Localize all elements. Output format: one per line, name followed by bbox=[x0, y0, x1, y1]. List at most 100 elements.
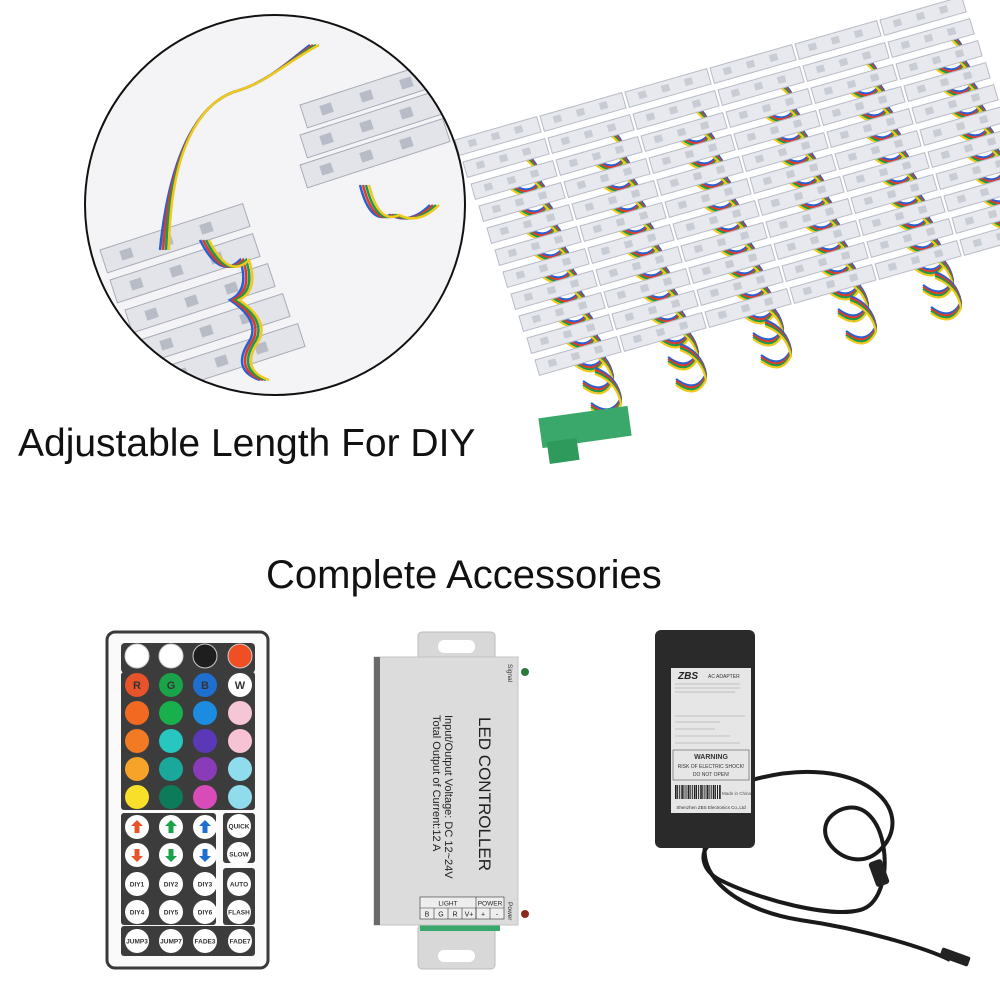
led-chip bbox=[948, 172, 959, 182]
led-module bbox=[124, 263, 276, 334]
led-chip bbox=[785, 169, 796, 179]
led-chip bbox=[863, 196, 874, 206]
power-terminal-label: POWER bbox=[478, 901, 503, 908]
led-chip bbox=[768, 53, 779, 63]
led-chip bbox=[254, 341, 269, 355]
wire bbox=[930, 276, 963, 321]
led-module bbox=[299, 118, 451, 189]
led-chip bbox=[738, 110, 749, 120]
controller-spec-current: Total Output of Current:12 A bbox=[430, 715, 442, 852]
terminal-label: B bbox=[425, 912, 430, 919]
led-chip bbox=[940, 150, 951, 160]
caption-complete-accessories: Complete Accessories bbox=[266, 553, 662, 597]
remote-button-label: SLOW bbox=[229, 852, 249, 859]
color-button bbox=[228, 701, 252, 725]
color-label: R bbox=[133, 680, 141, 692]
led-chip bbox=[577, 301, 588, 311]
led-chip bbox=[529, 169, 540, 179]
led-chip bbox=[838, 57, 849, 67]
led-chip bbox=[747, 253, 758, 263]
led-chip bbox=[769, 125, 780, 135]
brightness-down-icon bbox=[158, 643, 184, 669]
arrow-down-icon bbox=[131, 849, 143, 862]
led-chip bbox=[623, 239, 634, 249]
color-button bbox=[159, 757, 183, 781]
led-chip bbox=[662, 277, 673, 287]
led-chip bbox=[731, 209, 742, 219]
led-chip bbox=[817, 257, 828, 267]
led-chip bbox=[970, 93, 981, 103]
led-chip bbox=[655, 327, 666, 337]
led-chip bbox=[399, 106, 414, 120]
led-chip bbox=[910, 255, 921, 265]
led-chip bbox=[933, 249, 944, 259]
led-chip bbox=[507, 248, 518, 258]
adapter-brand: ZBS bbox=[677, 671, 698, 682]
led-chip bbox=[802, 286, 813, 296]
led-chip bbox=[359, 119, 374, 133]
remote-button bbox=[159, 872, 183, 896]
remote-button-label: DIY5 bbox=[164, 910, 179, 917]
led-chip bbox=[870, 145, 881, 155]
remote-button-label: JUMP7 bbox=[160, 939, 182, 946]
led-chip bbox=[715, 165, 726, 175]
led-chip bbox=[963, 143, 974, 153]
color-button bbox=[193, 785, 217, 809]
wire bbox=[845, 300, 878, 345]
led-chip bbox=[553, 235, 564, 245]
controller-title: LED CONTROLLER bbox=[475, 717, 494, 871]
led-chip bbox=[800, 141, 811, 151]
led-chip bbox=[677, 200, 688, 210]
terminal-label: + bbox=[481, 912, 485, 919]
led-chip bbox=[794, 264, 805, 274]
led-chip bbox=[763, 297, 774, 307]
led-chip bbox=[832, 229, 843, 239]
led-chip bbox=[359, 89, 374, 103]
remote-button-label: QUICK bbox=[229, 824, 250, 831]
dc-plug bbox=[939, 947, 971, 967]
wire bbox=[675, 348, 708, 393]
led-chip bbox=[184, 294, 199, 308]
led-chip bbox=[908, 62, 919, 72]
led-chip bbox=[886, 189, 897, 199]
led-chip bbox=[539, 336, 550, 346]
led-chip bbox=[467, 138, 478, 148]
led-chip bbox=[214, 354, 229, 368]
led-chip bbox=[932, 128, 943, 138]
led-chip bbox=[784, 97, 795, 107]
led-chip bbox=[777, 147, 788, 157]
remote-button-label: DIY6 bbox=[198, 910, 213, 917]
color-button bbox=[228, 785, 252, 809]
terminal-connector bbox=[538, 405, 632, 464]
led-module bbox=[109, 233, 261, 304]
led-chip bbox=[499, 226, 510, 236]
led-chip bbox=[585, 323, 596, 333]
remote-button bbox=[125, 872, 149, 896]
led-chip bbox=[753, 81, 764, 91]
led-chip bbox=[159, 337, 174, 351]
power-cable bbox=[701, 769, 895, 914]
remote-button bbox=[193, 929, 217, 953]
led-chip bbox=[685, 222, 696, 232]
remote-button-label: FADE7 bbox=[230, 939, 251, 946]
led-chip bbox=[584, 202, 595, 212]
led-chip bbox=[129, 277, 144, 291]
led-chip bbox=[568, 158, 579, 168]
led-chip bbox=[319, 162, 334, 176]
led-chip bbox=[515, 270, 526, 280]
led-chip bbox=[506, 175, 517, 185]
led-chip bbox=[498, 153, 509, 163]
wire bbox=[760, 324, 793, 369]
led-chip bbox=[815, 64, 826, 74]
led-chip bbox=[169, 264, 184, 278]
led-chip bbox=[668, 105, 679, 115]
color-button bbox=[125, 701, 149, 725]
remote-button bbox=[125, 900, 149, 924]
led-chip bbox=[755, 275, 766, 285]
led-chip bbox=[491, 204, 502, 214]
led-chip bbox=[762, 176, 773, 186]
led-chip bbox=[892, 18, 903, 28]
color-button bbox=[228, 673, 252, 697]
arrow-down-icon bbox=[165, 849, 177, 862]
adapter-maker: Shenzhen ZBS Electronics Co.,Ltd bbox=[676, 805, 746, 810]
